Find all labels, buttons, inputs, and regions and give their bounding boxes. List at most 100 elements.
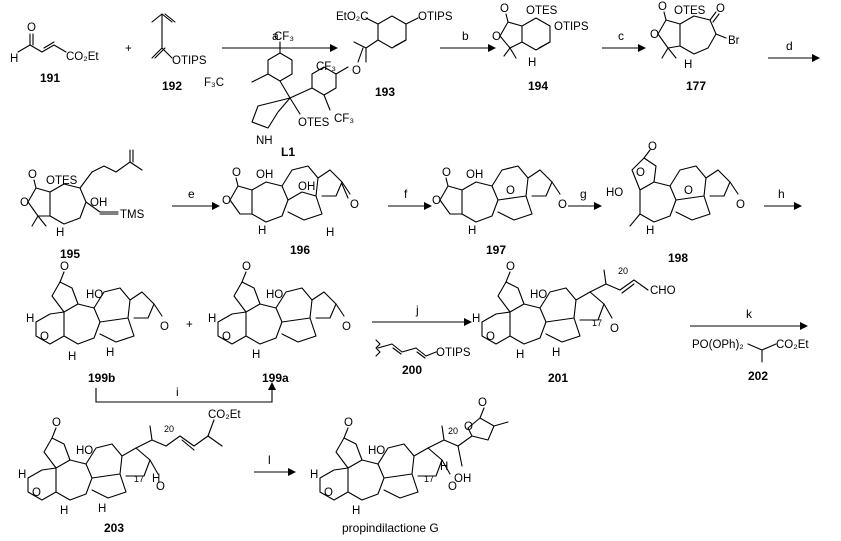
- cf3-right: CF₃: [334, 113, 354, 125]
- label-194: 194: [528, 79, 548, 93]
- ring-o-194: O: [492, 31, 501, 43]
- compound-202-structure: PO(OPh)₂ CO₂Et: [692, 339, 809, 363]
- h-199b-c: H: [106, 347, 114, 359]
- compound-201-structure: O H O HO O CHO 20 17 H H: [472, 261, 676, 361]
- ring-o-196: O: [222, 195, 231, 207]
- ring-o-195: O: [20, 197, 29, 209]
- cf3-top-right: CF₃: [316, 61, 336, 73]
- oh-196-a: OH: [256, 169, 273, 181]
- compound-177-structure: O O OTES O Br H: [650, 1, 740, 71]
- compound-192-structure: OTIPS: [151, 13, 207, 67]
- lactone-o-194: O: [500, 3, 509, 15]
- ketone-o-193: O: [352, 65, 361, 77]
- h-177: H: [684, 59, 692, 71]
- label-199b: 199b: [88, 371, 115, 385]
- h-201-b: H: [516, 349, 524, 361]
- otes-195: OTES: [46, 175, 78, 187]
- label-197: 197: [486, 243, 506, 257]
- label-196: 196: [290, 243, 310, 257]
- h-199a-b: H: [252, 349, 260, 361]
- plus-1: +: [125, 43, 132, 55]
- catalyst-otes: OTES: [298, 117, 330, 129]
- ring-o-199a: O: [222, 331, 231, 343]
- cf3-top-left: CF₃: [274, 31, 294, 43]
- compound-203-structure: O H O HO O CO₂Et 20 17 H H H: [18, 409, 241, 517]
- lactone-o-198: O: [648, 141, 657, 153]
- ester-eto2c: EtO₂C: [336, 11, 369, 23]
- catalyst-nh: NH: [256, 135, 273, 147]
- label-177: 177: [686, 79, 706, 93]
- h-203-c17: H: [152, 473, 160, 485]
- compound-199b-structure: O H O HO O H H: [26, 261, 169, 363]
- otes-194: OTES: [526, 5, 558, 17]
- arrow-k-label: k: [746, 307, 753, 321]
- co2et-202: CO₂Et: [776, 339, 809, 351]
- label-203: 203: [104, 521, 124, 535]
- ketone-o-177: O: [716, 3, 725, 15]
- ketone-o-201: O: [610, 323, 619, 335]
- h-199b-a: H: [26, 313, 34, 325]
- label-193: 193: [375, 85, 395, 99]
- otips-194: OTIPS: [554, 21, 589, 33]
- ring-o-product: O: [324, 487, 333, 499]
- ketone-o-198: O: [736, 199, 745, 211]
- ho-198: HO: [606, 187, 623, 199]
- label-201: 201: [548, 371, 568, 385]
- compound-198-structure: O O HO O O H: [606, 141, 745, 237]
- ring-o-198: O: [636, 167, 645, 179]
- c17-label-203: 17: [134, 474, 144, 484]
- arrow-b-label: b: [462, 29, 469, 43]
- oh-195: OH: [90, 197, 107, 209]
- ho-203: HO: [76, 445, 93, 457]
- h-197: H: [468, 225, 476, 237]
- ester-co2et: CO₂Et: [66, 51, 99, 63]
- compound-191-structure: H O CO₂Et: [10, 22, 99, 65]
- lactone-o-199a: O: [242, 261, 251, 273]
- plus-2: +: [186, 319, 193, 331]
- tms-195: TMS: [120, 209, 145, 221]
- phosphonate-202: PO(OPh)₂: [692, 339, 744, 351]
- arrow-g-label: g: [580, 187, 587, 201]
- label-192: 192: [162, 79, 182, 93]
- otes-177: OTES: [674, 5, 706, 17]
- ring-o-199b: O: [40, 331, 49, 343]
- compound-200-structure: OTIPS: [375, 339, 471, 359]
- oh-197: OH: [466, 169, 483, 181]
- h-199b-b: H: [68, 351, 76, 363]
- co2et-203: CO₂Et: [208, 409, 241, 421]
- ketone-o-196: O: [350, 199, 359, 211]
- label-L1: L1: [281, 145, 295, 159]
- butenolide-o-ring: O: [464, 421, 473, 433]
- compound-propindilactione-g-structure: O H O HO O O O OH 20 17 H H: [310, 397, 509, 517]
- h-194: H: [528, 57, 536, 69]
- lactone-o-177: O: [658, 1, 667, 13]
- ring-o-177: O: [650, 29, 659, 41]
- arrow-f-label: f: [404, 187, 408, 201]
- compound-197-structure: O O OH O O H: [432, 165, 567, 237]
- compound-199a-structure: O H O HO O H: [208, 261, 351, 361]
- label-200: 200: [402, 363, 422, 377]
- lactone-o-201: O: [506, 261, 515, 273]
- h-196-b: H: [326, 227, 334, 239]
- lactone-o-195: O: [28, 169, 37, 181]
- h-196-a: H: [258, 225, 266, 237]
- label-191: 191: [40, 71, 60, 85]
- h-product-a: H: [310, 469, 318, 481]
- h-198: H: [646, 225, 654, 237]
- oh-196-b: OH: [298, 181, 315, 193]
- c17-label-product: 17: [424, 474, 434, 484]
- h-product-b: H: [352, 505, 360, 517]
- bromide-177: Br: [728, 35, 740, 47]
- lactone-o-203: O: [52, 417, 61, 429]
- ring-o-197: O: [432, 195, 441, 207]
- h-195: H: [56, 227, 64, 239]
- aldehyde-h: H: [10, 53, 18, 65]
- ether-o-197: O: [506, 185, 515, 197]
- arrow-l-label: l: [268, 453, 271, 467]
- compound-194-structure: O O OTES OTIPS H: [492, 3, 589, 69]
- otips-200: OTIPS: [436, 347, 471, 359]
- lactone-o-product: O: [344, 417, 353, 429]
- arrow-j-label: j: [415, 303, 419, 317]
- c20-label-203: 20: [164, 424, 174, 434]
